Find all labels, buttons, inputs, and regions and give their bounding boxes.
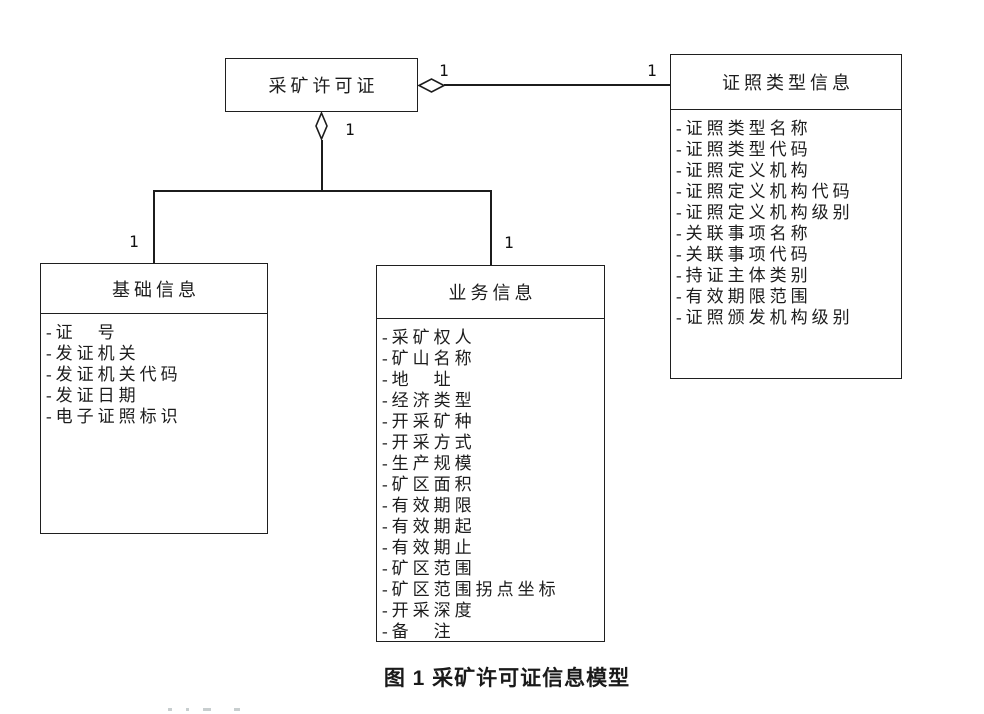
attribute-item: -有效期起 (382, 517, 476, 536)
attribute-item: -证照定义机构级别 (676, 203, 854, 222)
attribute-item: -证 号 (46, 323, 119, 342)
aggregation-diamond-right-icon (418, 77, 445, 93)
figure-caption: 图 1 采矿许可证信息模型 (383, 667, 631, 690)
attribute-item: -有效期限范围 (676, 287, 812, 306)
multiplicity-assoc-source: 1 (439, 61, 449, 80)
attribute-item: -证照颁发机构级别 (676, 308, 854, 327)
attribute-item: -备 注 (382, 622, 455, 641)
aggregation-diamond-down-icon (315, 112, 328, 140)
entity-basic-info: 基础信息 -证 号 -发证机关 -发证机关代码 -发证日期 -电子证照标识 (40, 263, 268, 534)
entity-title-license-type-info: 证照类型信息 (671, 55, 901, 110)
attribute-item: -采矿权人 (382, 328, 476, 347)
attribute-item: -开采深度 (382, 601, 476, 620)
attribute-list-license-type-info: -证照类型名称 -证照类型代码 -证照定义机构 -证照定义机构代码 -证照定义机构级别 -… (671, 110, 901, 328)
attribute-item: -证照类型代码 (676, 140, 812, 159)
attribute-item: -开采方式 (382, 433, 476, 452)
entity-business-info: 业务信息 -采矿权人-矿山名称-地 址-经济类型-开采矿种-开采方式-生产规模-… (376, 265, 605, 642)
attribute-item: -经济类型 (382, 391, 476, 410)
attribute-item: -开采矿种 (382, 412, 476, 431)
clipped-text-fragment (203, 708, 211, 711)
attribute-item: -有效期止 (382, 538, 476, 557)
connector-tree-stem (320, 140, 323, 191)
attribute-item: -电子证照标识 (46, 407, 182, 426)
entity-title-business-info: 业务信息 (377, 266, 604, 319)
attribute-item: -矿山名称 (382, 349, 476, 368)
attribute-list-business-info: -采矿权人 -矿山名称 -地 址 -经济类型 -开采矿种 -开采方式 -生产规模 -矿区面积 -… (377, 319, 604, 642)
attribute-item: -证照定义机构代码 (676, 182, 854, 201)
entity-title-basic-info: 基础信息 (41, 264, 267, 314)
connector-license-to-type (444, 84, 670, 86)
clipped-text-fragment (234, 708, 240, 711)
attribute-item: -有效期限 (382, 496, 476, 515)
attribute-item: -持证主体类别 (676, 266, 812, 285)
attribute-item: -地 址 (382, 370, 455, 389)
attribute-item: -发证日期 (46, 386, 140, 405)
attribute-item: -发证机关代码 (46, 365, 182, 384)
multiplicity-basic-target: 1 (129, 232, 139, 251)
attribute-item: -矿区范围拐点坐标 (382, 580, 560, 599)
entity-title-mining-license: 采矿许可证 (268, 75, 379, 96)
attribute-item: -发证机关 (46, 344, 140, 363)
multiplicity-assoc-target: 1 (647, 61, 657, 80)
attribute-item: -证照定义机构 (676, 161, 812, 180)
entity-mining-license: 采矿许可证 (225, 58, 418, 112)
attribute-item: -关联事项名称 (676, 224, 812, 243)
attribute-item: -矿区面积 (382, 475, 476, 494)
attribute-list-basic-info: -证 号 -发证机关 -发证机关代码 -发证日期 -电子证照标识 (41, 314, 267, 427)
entity-license-type-info: 证照类型信息 -证照类型名称-证照类型代码-证照定义机构-证照定义机构代码-证照… (670, 54, 902, 379)
attribute-item: -关联事项代码 (676, 245, 812, 264)
clipped-text-fragment (186, 708, 189, 711)
connector-drop-business (490, 190, 492, 265)
connector-drop-basic (153, 190, 155, 263)
attribute-item: -证照类型名称 (676, 119, 812, 138)
multiplicity-tree-source: 1 (345, 120, 355, 139)
multiplicity-business-target: 1 (504, 233, 514, 252)
connector-tree-horizontal (153, 190, 492, 192)
clipped-text-fragment (168, 708, 172, 711)
attribute-item: -矿区范围 (382, 559, 476, 578)
attribute-item: -生产规模 (382, 454, 476, 473)
